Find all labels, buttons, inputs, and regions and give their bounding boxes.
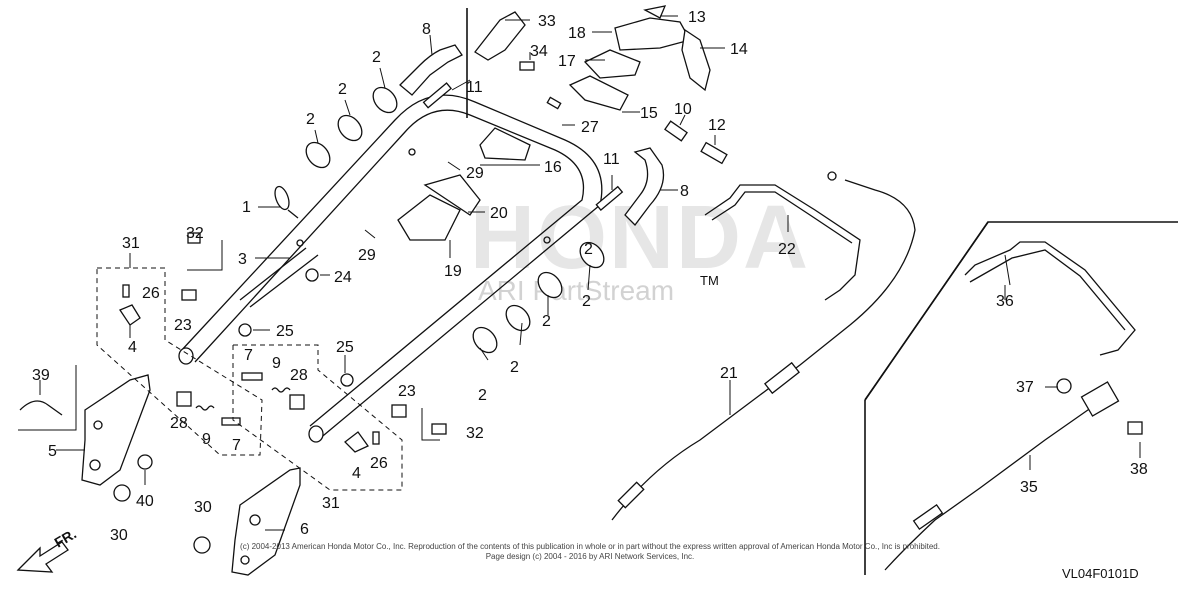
callout-2: 2 — [306, 111, 315, 128]
callout-2: 2 — [372, 49, 381, 66]
callout-23: 23 — [174, 317, 192, 334]
copyright: (c) 2004-2013 American Honda Motor Co., … — [240, 542, 940, 561]
callout-2: 2 — [510, 359, 519, 376]
callout-26: 26 — [142, 285, 160, 302]
callout-3: 3 — [238, 251, 247, 268]
copyright-line-2: Page design (c) 2004 - 2016 by ARI Netwo… — [486, 552, 695, 561]
callout-34: 34 — [530, 43, 548, 60]
callout-38: 38 — [1130, 461, 1148, 478]
callout-8: 8 — [680, 183, 689, 200]
watermark-text: ARI PartStream — [478, 275, 674, 306]
callout-26: 26 — [370, 455, 388, 472]
callout-16: 16 — [544, 159, 562, 176]
divider-right-diag — [864, 221, 989, 401]
callout-33: 33 — [538, 13, 556, 30]
callout-10: 10 — [674, 101, 692, 118]
callout-32: 32 — [186, 225, 204, 242]
dashed-groups — [96, 267, 403, 491]
callout-32: 32 — [466, 425, 484, 442]
callout-8: 8 — [422, 21, 431, 38]
callout-22: 22 — [778, 241, 796, 258]
cable-21 — [611, 171, 916, 521]
callout-17: 17 — [558, 53, 576, 70]
callout-4: 4 — [128, 339, 137, 356]
callout-2: 2 — [582, 293, 591, 310]
callout-11: 11 — [603, 151, 620, 168]
callout-2: 2 — [338, 81, 347, 98]
callout-28: 28 — [170, 415, 188, 432]
callout-4: 4 — [352, 465, 361, 482]
callout-37: 37 — [1016, 379, 1034, 396]
callout-19: 19 — [444, 263, 462, 280]
callout-27: 27 — [581, 119, 599, 136]
diagram-code: VL04F0101D — [1062, 566, 1139, 581]
callout-30: 30 — [194, 499, 212, 516]
bracket-right — [231, 467, 301, 576]
callout-40: 40 — [136, 493, 154, 510]
front-arrow-icon — [16, 541, 69, 573]
copyright-line-1: (c) 2004-2013 American Honda Motor Co., … — [240, 542, 940, 551]
callout-35: 35 — [1020, 479, 1038, 496]
rod-22 — [704, 184, 861, 301]
callout-9: 9 — [272, 355, 281, 372]
divider-right — [864, 221, 1178, 401]
callout-30: 30 — [110, 527, 128, 544]
leader-lines — [39, 15, 1141, 531]
section-dividers — [466, 8, 1178, 575]
callout-18: 18 — [568, 25, 586, 42]
callout-25: 25 — [336, 339, 354, 356]
callout-2: 2 — [478, 387, 487, 404]
watermark-trademark: TM — [700, 273, 719, 288]
callout-36: 36 — [996, 293, 1014, 310]
callout-labels: 1222222223445677889910111112131415161718… — [32, 9, 1148, 544]
direction-arrow: FR. — [16, 525, 79, 573]
callout-12: 12 — [708, 117, 726, 134]
cable-35 — [884, 381, 1120, 571]
callout-9: 9 — [202, 431, 211, 448]
callout-7: 7 — [232, 437, 241, 454]
callout-23: 23 — [398, 383, 416, 400]
callout-31: 31 — [322, 495, 340, 512]
callout-24: 24 — [334, 269, 352, 286]
callout-6: 6 — [300, 521, 309, 538]
callout-2: 2 — [584, 241, 593, 258]
callout-20: 20 — [490, 205, 508, 222]
callout-21: 21 — [720, 365, 738, 382]
callout-7: 7 — [244, 347, 253, 364]
callout-11: 11 — [466, 79, 483, 96]
callout-13: 13 — [688, 9, 706, 26]
bracket-left — [81, 374, 151, 486]
callout-14: 14 — [730, 41, 748, 58]
rod-36 — [964, 241, 1136, 356]
callout-1: 1 — [242, 199, 251, 216]
callout-15: 15 — [640, 105, 658, 122]
bracket-marks — [18, 240, 440, 441]
callout-2: 2 — [542, 313, 551, 330]
handle-pipe — [178, 94, 603, 443]
callout-28: 28 — [290, 367, 308, 384]
callout-29: 29 — [358, 247, 376, 264]
callout-5: 5 — [48, 443, 57, 460]
callout-29: 29 — [466, 165, 484, 182]
callout-31: 31 — [122, 235, 140, 252]
callout-39: 39 — [32, 367, 50, 384]
small-parts — [19, 5, 1143, 554]
callout-25: 25 — [276, 323, 294, 340]
